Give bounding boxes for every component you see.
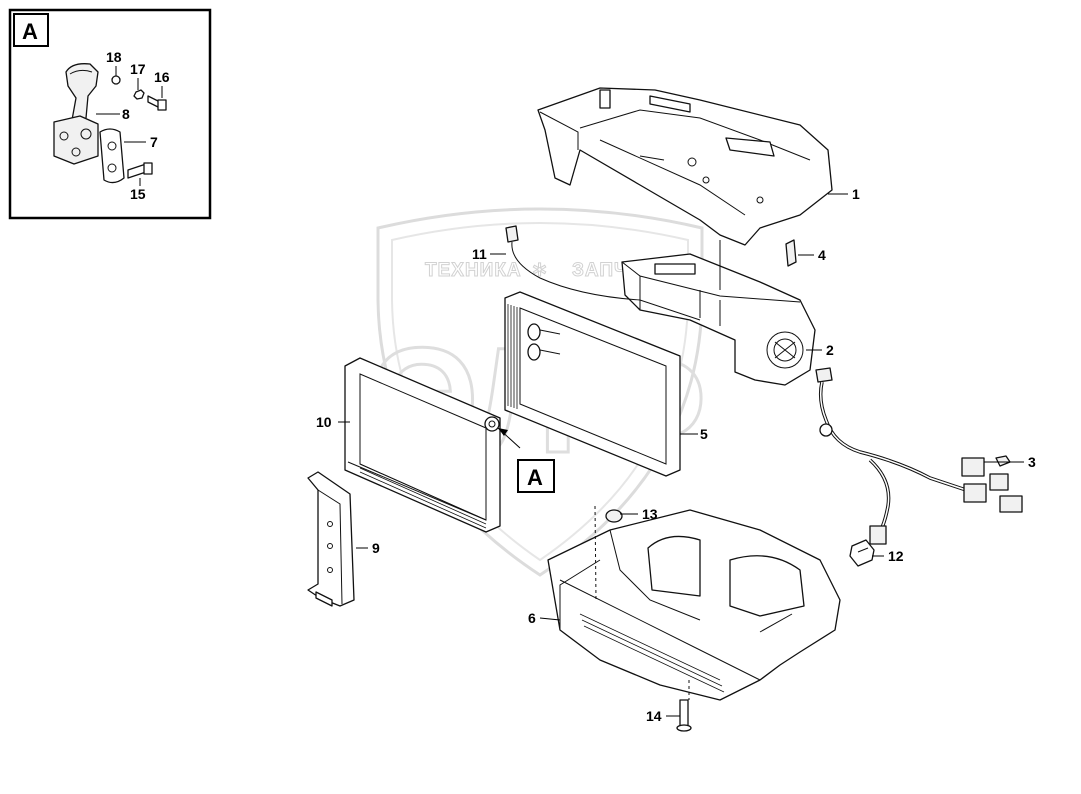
callout-10: 10 xyxy=(316,414,332,430)
callout-15: 15 xyxy=(130,186,146,202)
callout-18: 18 xyxy=(106,49,122,65)
svg-text:A: A xyxy=(527,465,543,490)
callout-3: 3 xyxy=(1028,454,1036,470)
callout-12: 12 xyxy=(888,548,904,564)
callout-7: 7 xyxy=(150,134,158,150)
heater-core-fins xyxy=(507,304,518,409)
screw-part xyxy=(676,699,692,732)
lower-housing-ribs xyxy=(579,613,725,693)
callout-14: 14 xyxy=(646,708,662,724)
callout-1: 1 xyxy=(852,186,860,202)
callout-13: 13 xyxy=(642,506,658,522)
callout-9: 9 xyxy=(372,540,380,556)
expansion-valve xyxy=(99,128,125,184)
lower-housing xyxy=(547,505,841,701)
upper-housing xyxy=(537,87,833,246)
callout-16: 16 xyxy=(154,69,170,85)
blower-housing xyxy=(621,240,816,386)
evaporator xyxy=(344,357,501,533)
leaders xyxy=(338,193,1024,717)
watermark-gear-icon: ✲ xyxy=(532,260,547,280)
callout-8: 8 xyxy=(122,106,130,122)
watermark-text-left: ТЕХНИКА xyxy=(425,260,522,281)
heater-core xyxy=(504,291,681,477)
detail-label: A xyxy=(22,19,38,44)
wire-harness-3 xyxy=(815,367,1023,545)
grommet-part xyxy=(605,509,623,523)
callout-5: 5 xyxy=(700,426,708,442)
detail-view-a: A 18 17 16 8 7 15 xyxy=(8,8,212,220)
detail-label-box xyxy=(13,13,49,47)
evaporator-fins xyxy=(359,463,487,529)
callout-4: 4 xyxy=(818,247,826,263)
callout-11: 11 xyxy=(472,246,487,262)
nut-part xyxy=(133,89,145,100)
mounting-bracket xyxy=(307,471,355,607)
callout-6: 6 xyxy=(528,610,536,626)
clip-part xyxy=(785,239,797,267)
callout-17: 17 xyxy=(130,61,146,77)
sensor-part xyxy=(849,539,875,567)
callout-2: 2 xyxy=(826,342,834,358)
washer-part xyxy=(111,75,121,85)
valve-block xyxy=(53,115,99,165)
view-marker-a: A xyxy=(497,427,555,493)
wire-harness-11 xyxy=(505,225,701,321)
